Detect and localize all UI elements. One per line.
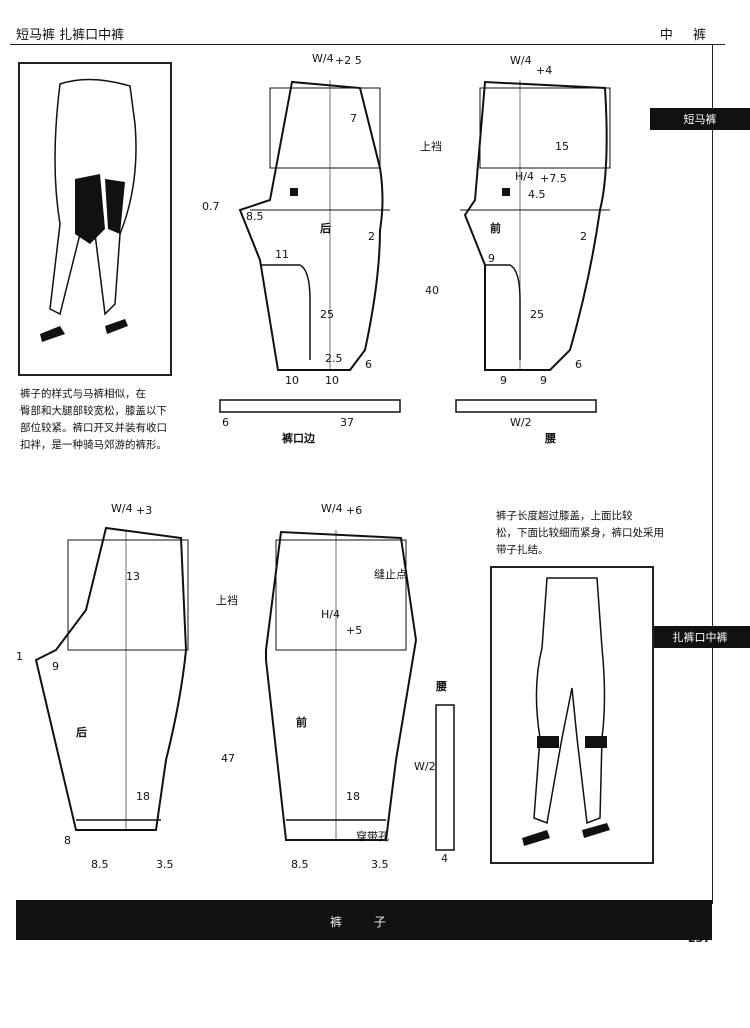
caption-line: 裤子的样式与马裤相似，在 [20, 388, 146, 400]
dim-10a: 10 [285, 374, 299, 387]
dim-85-3: 8.5 [291, 858, 309, 871]
illustration-tied-cuff [490, 566, 654, 864]
w4-label: W/4 [312, 52, 334, 65]
w4-label-front: W/4 [510, 54, 532, 67]
pattern-tied-cuff: 后 W/4 +3 1 9 18 8 8.5 3.5 13 前 W/4 +6 H/… [16, 502, 455, 871]
dim-2: 2 [368, 230, 375, 243]
w4-label-3: W/4 [321, 502, 343, 515]
dim-10b: 10 [325, 374, 339, 387]
dim-85: 8.5 [246, 210, 264, 223]
label-stop: 缝止点 [374, 567, 407, 581]
tab-short-breeches: 短马裤 [650, 108, 750, 130]
dim-25b: 2.5 [325, 352, 343, 365]
pattern-short-breeches: 后 0.7 8.5 11 25 2.5 10 10 W/4 +2 5 2 6 7… [202, 52, 611, 445]
header-left: 短马裤 扎裤口中裤 [16, 28, 125, 43]
label-rise: 上裆 [420, 140, 442, 153]
dim-4: 4 [441, 852, 448, 865]
caption-line: 带子扎结。 [496, 544, 549, 556]
footer-band [16, 900, 712, 940]
dim-9: 9 [488, 252, 495, 265]
w4-label-2: W/4 [111, 502, 133, 515]
caption-line: 松，下面比较细而紧身，裤口处采用 [496, 527, 664, 539]
dim-25: 25 [320, 308, 334, 321]
w2-label-2: W/2 [414, 760, 436, 773]
dim-6c: 6 [222, 416, 229, 429]
w2-label: W/2 [510, 416, 532, 429]
caption-line: 部位较紧。裤口开叉并装有收口 [20, 422, 167, 434]
cuff-band: 6 37 裤口边 [219, 399, 401, 445]
dim-w4p4: +4 [536, 64, 552, 77]
dim-9-2: 9 [52, 660, 59, 673]
dim-18-2: 18 [346, 790, 360, 803]
dim-1: 1 [16, 650, 23, 663]
dim-6: 6 [365, 358, 372, 371]
dim-9b: 9 [540, 374, 547, 387]
right-rule [712, 44, 713, 904]
dim-11: 11 [275, 248, 289, 261]
back-piece-2: 后 W/4 +3 1 9 18 8 8.5 3.5 13 [16, 502, 189, 871]
waist-band: W/2 腰 [455, 399, 597, 445]
dim-85-2: 8.5 [91, 858, 109, 871]
label-front: 前 [490, 221, 501, 235]
dim-2f: 2 [580, 230, 587, 243]
label-back: 后 [320, 221, 331, 235]
dim-h4p45: 4.5 [528, 188, 546, 201]
label-back-2: 后 [76, 725, 87, 739]
caption-short-breeches: 裤子的样式与马裤相似，在 臀部和大腿部较宽松，膝盖以下 部位较紧。裤口开叉并装有… [20, 386, 190, 454]
dim-w4p25: +2 5 [335, 54, 362, 67]
dim-7: 7 [350, 112, 357, 125]
dim-8: 8 [64, 834, 71, 847]
dim-15: 15 [555, 140, 569, 153]
caption-tied-cuff: 裤子长度超过膝盖，上面比较 松，下面比较细而紧身，裤口处采用 带子扎结。 [496, 508, 676, 559]
footer-title: 裤 子 [330, 915, 400, 929]
caption-line: 裤子长度超过膝盖，上面比较 [496, 510, 633, 522]
tab-tied-cuff-pants: 扎裤口中裤 [650, 626, 750, 648]
dim-37: 37 [340, 416, 354, 429]
header-right: 中 裤 [659, 28, 714, 43]
dim-h4p75: +7.5 [540, 172, 567, 185]
header-rule [10, 44, 725, 45]
dim-07: 0.7 [202, 200, 220, 213]
label-waist-2: 腰 [435, 680, 447, 693]
page-number: 237 [688, 932, 711, 945]
front-piece-2: 前 W/4 +6 H/4 +5 上裆 47 18 缝止点 穿带孔 8.5 3.5 [216, 502, 418, 871]
dim-47: 47 [221, 752, 235, 765]
illustration-short-breeches [18, 62, 172, 376]
dim-9a: 9 [500, 374, 507, 387]
dim-25f: 25 [530, 308, 544, 321]
caption-line: 扣袢，是一种骑马郊游的裤形。 [20, 439, 167, 451]
dim-6f: 6 [575, 358, 582, 371]
label-cuff: 裤口边 [281, 431, 316, 445]
dim-35: 3.5 [156, 858, 174, 871]
label-front-2: 前 [296, 715, 307, 729]
dim-40: 40 [425, 284, 439, 297]
dim-w4p3: +3 [136, 504, 152, 517]
h4-label-2: H/4 [321, 608, 340, 621]
caption-line: 臀部和大腿部较宽松，膝盖以下 [20, 405, 167, 417]
dim-13: 13 [126, 570, 140, 583]
back-piece: 后 0.7 8.5 11 25 2.5 10 10 W/4 +2 5 2 6 7 [202, 52, 390, 387]
label-rise-2: 上裆 [216, 594, 238, 607]
waist-band-2: 腰 W/2 4 [414, 680, 455, 865]
dim-w4p6: +6 [346, 504, 362, 517]
dim-35-2: 3.5 [371, 858, 389, 871]
front-piece: 前 W/4 +4 H/4 +7.5 4.5 15 9 25 9 9 40 上裆 … [420, 54, 611, 387]
h4-label: H/4 [515, 170, 534, 183]
label-waist: 腰 [544, 432, 556, 445]
dim-18: 18 [136, 790, 150, 803]
label-tie: 穿带孔 [356, 829, 389, 843]
dim-h4p5: +5 [346, 624, 362, 637]
